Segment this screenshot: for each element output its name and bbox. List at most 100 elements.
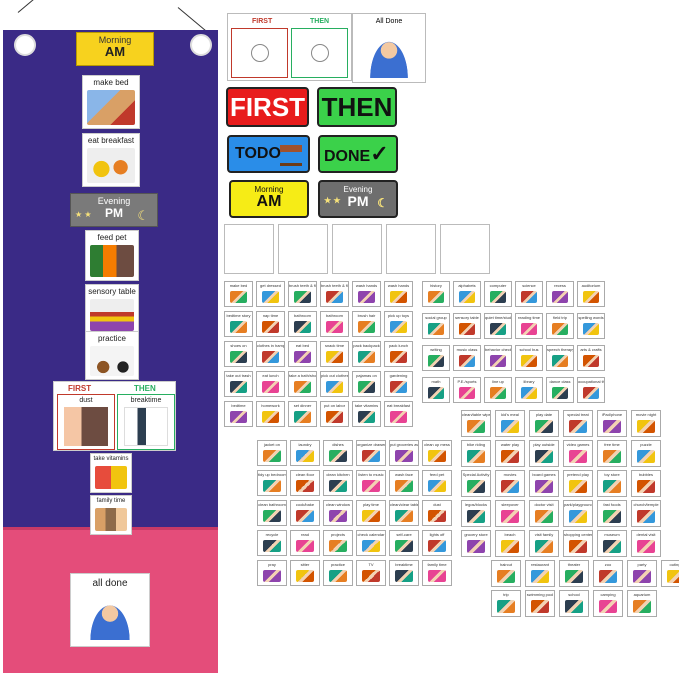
picture-card[interactable]: special treat xyxy=(563,410,593,437)
picture-card[interactable]: P.E./sports xyxy=(453,377,481,403)
picture-card[interactable]: put on labor xyxy=(320,401,349,427)
blank-card[interactable] xyxy=(386,224,436,274)
card-family-time[interactable]: family time xyxy=(90,495,132,535)
picture-card[interactable]: get dressed xyxy=(256,281,285,307)
picture-card[interactable]: doctor visit xyxy=(529,500,559,527)
picture-card[interactable]: listen to music xyxy=(356,470,386,496)
board-then-slot[interactable] xyxy=(291,28,348,78)
picture-card[interactable]: dental visit xyxy=(631,530,661,557)
picture-card[interactable]: dishes xyxy=(323,440,353,466)
card-evening[interactable]: Evening PM ☾ ★ ★ xyxy=(70,193,158,227)
board-first-slot[interactable] xyxy=(231,28,288,78)
picture-card[interactable]: read xyxy=(290,530,320,556)
picture-card[interactable]: bathroom xyxy=(320,311,349,337)
picture-card[interactable]: homework xyxy=(256,401,285,427)
blank-card[interactable] xyxy=(278,224,328,274)
card-sensory-table[interactable]: sensory table xyxy=(85,284,139,335)
morning-banner[interactable]: Morning AM xyxy=(229,180,309,218)
picture-card[interactable]: clean floor xyxy=(290,470,320,496)
picture-card[interactable]: movie night xyxy=(631,410,661,437)
blank-card[interactable] xyxy=(332,224,382,274)
picture-card[interactable]: organize drawers xyxy=(356,440,386,466)
picture-card[interactable]: play time xyxy=(356,500,386,526)
then-banner[interactable]: THEN xyxy=(317,87,397,127)
picture-card[interactable]: laundry xyxy=(290,440,320,466)
picture-card[interactable]: camping xyxy=(593,590,623,617)
picture-card[interactable]: sitter xyxy=(290,560,320,586)
card-first-then[interactable]: FIRST THEN dust breaktime xyxy=(53,381,176,451)
picture-card[interactable]: bathroom xyxy=(288,311,317,337)
picture-card[interactable]: snack time xyxy=(320,341,349,367)
picture-card[interactable]: shoes on xyxy=(224,341,253,367)
picture-card[interactable]: projects xyxy=(323,530,353,556)
picture-card[interactable]: occupational therapy xyxy=(577,377,605,403)
picture-card[interactable]: clean up mess xyxy=(422,440,452,466)
blank-card[interactable] xyxy=(224,224,274,274)
picture-card[interactable]: library xyxy=(515,377,543,403)
picture-card[interactable]: computer xyxy=(484,281,512,307)
picture-card[interactable]: reading time xyxy=(515,313,543,339)
picture-card[interactable]: music class xyxy=(453,345,481,371)
picture-card[interactable]: put groceries away xyxy=(389,440,419,466)
picture-card[interactable]: TV xyxy=(356,560,386,586)
picture-card[interactable]: spelling words xyxy=(577,313,605,339)
picture-card[interactable]: school xyxy=(559,590,589,617)
picture-card[interactable]: board games xyxy=(529,470,559,497)
card-all-done[interactable]: all done xyxy=(70,573,150,647)
picture-card[interactable]: trip xyxy=(491,590,521,617)
picture-card[interactable]: dust xyxy=(422,500,452,526)
picture-card[interactable]: theater xyxy=(559,560,589,587)
picture-card[interactable]: eat bed xyxy=(288,341,317,367)
picture-card[interactable]: breaktime xyxy=(389,560,419,586)
picture-card[interactable]: set dinner xyxy=(288,401,317,427)
picture-card[interactable]: wash face xyxy=(389,470,419,496)
card-feed-pet[interactable]: feed pet xyxy=(85,230,139,281)
picture-card[interactable]: science xyxy=(515,281,543,307)
picture-card[interactable]: haircut xyxy=(491,560,521,587)
first-banner[interactable]: FIRST xyxy=(226,87,309,127)
picture-card[interactable]: outings xyxy=(661,560,679,587)
card-morning[interactable]: Morning AM xyxy=(76,32,154,66)
done-banner[interactable]: DONE✓ xyxy=(318,135,398,173)
picture-card[interactable]: kid's meal xyxy=(495,410,525,437)
picture-card[interactable]: behavior check xyxy=(484,345,512,371)
picture-card[interactable]: family time xyxy=(422,560,452,586)
picture-card[interactable]: legos/blocks xyxy=(461,500,491,527)
card-take-vitamins[interactable]: take vitamins xyxy=(90,453,132,493)
picture-card[interactable]: make bed xyxy=(224,281,253,307)
picture-card[interactable]: aquarium xyxy=(627,590,657,617)
picture-card[interactable]: check calendar xyxy=(356,530,386,556)
picture-card[interactable]: recycle xyxy=(257,530,287,556)
picture-card[interactable]: party xyxy=(627,560,657,587)
picture-card[interactable]: line up xyxy=(484,377,512,403)
picture-card[interactable]: take a bath/shower xyxy=(288,371,317,397)
picture-card[interactable]: clean bathroom xyxy=(257,500,287,526)
picture-card[interactable]: brush hair xyxy=(352,311,381,337)
picture-card[interactable]: wash hands xyxy=(352,281,381,307)
picture-card[interactable]: play date xyxy=(529,410,559,437)
picture-card[interactable]: grocery store xyxy=(461,530,491,557)
picture-card[interactable]: pray xyxy=(257,560,287,586)
picture-card[interactable]: toy store xyxy=(597,470,627,497)
picture-card[interactable]: tidy up bedroom xyxy=(257,470,287,496)
picture-card[interactable]: video games xyxy=(563,440,593,467)
picture-card[interactable]: bedtime xyxy=(224,401,253,427)
picture-card[interactable]: pajamas on xyxy=(352,371,381,397)
picture-card[interactable]: feed pet xyxy=(422,470,452,496)
picture-card[interactable]: take vitamins xyxy=(352,401,381,427)
picture-card[interactable]: fast foods xyxy=(597,500,627,527)
picture-card[interactable]: clean/table wipe xyxy=(461,410,491,437)
picture-card[interactable]: wash hands xyxy=(384,281,413,307)
picture-card[interactable]: pretend play xyxy=(563,470,593,497)
picture-card[interactable]: brush teeth & floss xyxy=(320,281,349,307)
evening-banner[interactable]: Evening PM ☾ ★ ★ xyxy=(318,180,398,218)
picture-card[interactable]: zoo xyxy=(593,560,623,587)
picture-card[interactable]: play outside xyxy=(529,440,559,467)
picture-card[interactable]: gardening xyxy=(384,371,413,397)
picture-card[interactable]: iPad/phone xyxy=(597,410,627,437)
picture-card[interactable]: puzzle xyxy=(631,440,661,467)
picture-card[interactable]: clothes in hamper xyxy=(256,341,285,367)
picture-card[interactable]: park/playground xyxy=(563,500,593,527)
picture-card[interactable]: pack backpack xyxy=(352,341,381,367)
picture-card[interactable]: take out trash xyxy=(224,371,253,397)
